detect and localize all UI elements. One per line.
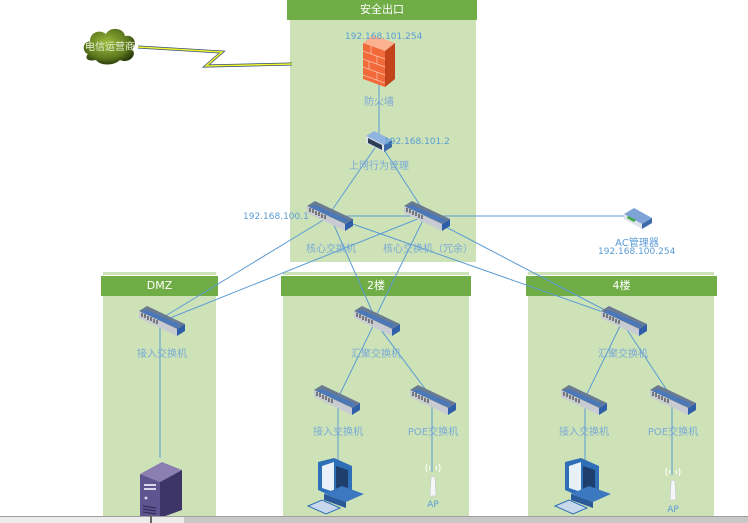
link-isp-firewall bbox=[137, 45, 293, 68]
core-switch-redundant-label: 核心交换机（冗余） bbox=[383, 244, 473, 255]
link-f4agg-access bbox=[584, 321, 623, 399]
behavior-mgmt-label: 上网行为管理 bbox=[349, 161, 409, 172]
ac-controller-ip: 192.168.100.254 bbox=[598, 247, 676, 257]
core-switch-label: 核心交换机 bbox=[306, 244, 356, 255]
f2-ap-label: AP bbox=[427, 500, 439, 510]
f2-access-switch-icon bbox=[312, 384, 362, 416]
zone-floor4-header: 4楼 bbox=[526, 276, 717, 296]
f2-pc-icon bbox=[306, 458, 368, 516]
dmz-access-switch-icon bbox=[137, 305, 187, 337]
f2-aggregation-switch-icon bbox=[352, 305, 402, 337]
f4-pc-icon bbox=[553, 458, 615, 516]
server-icon bbox=[138, 460, 184, 518]
f4-ap-icon bbox=[664, 462, 682, 502]
link-behavior-core bbox=[329, 141, 380, 214]
f2-poe-switch-icon bbox=[408, 384, 458, 416]
core-switch-ip: 192.168.100.1 bbox=[243, 212, 309, 222]
scrollbar-split-handle[interactable] bbox=[150, 515, 152, 523]
link-core-f4 bbox=[329, 215, 621, 319]
f4-access-switch-label: 接入交换机 bbox=[559, 427, 609, 438]
firewall-icon bbox=[361, 33, 397, 88]
zone-floor2-header: 2楼 bbox=[281, 276, 471, 296]
isp-label: 电信运营商 bbox=[85, 42, 135, 53]
zone-floor4-topline bbox=[528, 272, 714, 275]
zone-dmz-topline bbox=[103, 272, 216, 275]
f2-poe-switch-label: POE交换机 bbox=[407, 427, 459, 438]
link-f2agg-access bbox=[337, 321, 376, 399]
scrollbar-thumb[interactable] bbox=[184, 517, 748, 523]
dmz-access-switch-label: 接入交换机 bbox=[137, 349, 187, 360]
ac-controller-label: AC管理器 bbox=[615, 238, 659, 249]
link-core-dmz bbox=[161, 215, 331, 319]
behavior-mgmt-ip: 192.168.101.2 bbox=[384, 137, 450, 147]
link-core-redundant-f2 bbox=[374, 215, 426, 319]
link-f4agg-poe bbox=[621, 321, 673, 399]
f4-aggregation-switch-icon bbox=[599, 305, 649, 337]
link-core-redundant-dmz bbox=[169, 215, 426, 319]
f2-access-switch-label: 接入交换机 bbox=[313, 427, 363, 438]
zone-dmz-header: DMZ bbox=[101, 276, 218, 296]
firewall-ip: 192.168.101.254 bbox=[345, 32, 423, 42]
f4-aggregation-switch-label: 汇聚交换机 bbox=[598, 349, 648, 360]
isp-cloud-icon bbox=[80, 26, 140, 66]
firewall-label: 防火墙 bbox=[364, 97, 394, 108]
behavior-mgmt-icon bbox=[364, 130, 394, 154]
f4-access-switch-icon bbox=[559, 384, 609, 416]
f2-aggregation-switch-label: 汇聚交换机 bbox=[351, 349, 401, 360]
f4-ap-label: AP bbox=[667, 505, 679, 515]
zone-exit-header: 安全出口 bbox=[287, 0, 477, 20]
f4-poe-switch-icon bbox=[648, 384, 698, 416]
core-switch-redundant-icon bbox=[402, 200, 452, 232]
link-behavior-core-redundant bbox=[378, 141, 426, 214]
f2-ap-icon bbox=[424, 458, 442, 498]
horizontal-scrollbar[interactable] bbox=[0, 515, 748, 523]
link-f2agg-poe bbox=[374, 321, 433, 399]
ac-controller-icon bbox=[622, 206, 654, 230]
link-core-f2 bbox=[329, 215, 376, 319]
zone-floor2-topline bbox=[283, 272, 469, 275]
f4-poe-switch-label: POE交换机 bbox=[647, 427, 699, 438]
core-switch-icon bbox=[305, 200, 355, 232]
link-core-redundant-f4 bbox=[424, 215, 621, 319]
